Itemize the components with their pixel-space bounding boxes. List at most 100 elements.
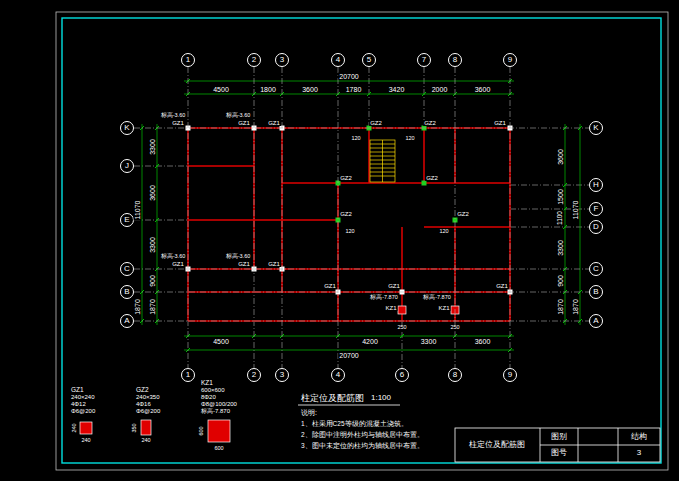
elevation-note: 标高-7.870 — [369, 295, 399, 301]
axis-line — [134, 269, 589, 270]
axis-label: A — [124, 317, 129, 325]
axis-line — [134, 321, 589, 322]
dimension-line — [140, 79, 582, 352]
axis-label: F — [594, 205, 599, 213]
dimension-text: 3300 — [149, 138, 156, 156]
title-underline — [298, 405, 400, 406]
column-kz1 — [398, 306, 459, 314]
axis-label: D — [593, 223, 599, 231]
dimension-text: 3420 — [388, 86, 406, 93]
note-text: 3、图中未定位的柱均为轴线居中布置。 — [300, 443, 425, 450]
title-block-cell: 3 — [636, 449, 642, 457]
axis-label: 5 — [367, 56, 371, 64]
axis-label: 7 — [422, 56, 426, 64]
dimension-text: 11070 — [572, 200, 579, 221]
axis-bubble: 4 — [331, 368, 345, 382]
axis-line — [455, 67, 456, 368]
dimension-text: 600 — [199, 425, 205, 436]
dimension-text: 3600 — [474, 86, 492, 93]
axis-line — [188, 67, 189, 368]
dimension-text: 120 — [438, 229, 449, 235]
axis-label: 8 — [453, 56, 457, 64]
dimension-line — [142, 81, 580, 350]
sheet-frame — [62, 18, 661, 463]
note-heading: 说明: — [300, 409, 318, 416]
axis-line — [338, 67, 339, 368]
note-text: 2、除图中注明外柱均与轴线居中布置。 — [300, 432, 425, 439]
elevation-note: 标高-7.870 — [422, 295, 452, 301]
column-tag: GZ2 — [456, 211, 470, 217]
axis-bubble: H — [589, 178, 603, 192]
axis-bubble: 2 — [247, 53, 261, 67]
column-tag: KZ1 — [437, 305, 450, 311]
axis-bubble: 9 — [503, 368, 517, 382]
dimension-text: 2000 — [431, 86, 449, 93]
axis-bubble: 4 — [331, 53, 345, 67]
section-text: 240×240 — [70, 394, 96, 400]
column-section — [141, 420, 151, 435]
axis-line — [134, 128, 589, 129]
axis-label: 3 — [280, 56, 284, 64]
axis-bubble: C — [589, 262, 603, 276]
column-section — [80, 422, 92, 434]
dimension-text: 3600 — [557, 148, 564, 166]
column-tag: GZ1 — [171, 261, 185, 267]
dimension-text: 120 — [350, 136, 361, 142]
axis-label: E — [124, 216, 129, 224]
column-tag: GZ1 — [387, 283, 401, 289]
dimension-text: 1870 — [557, 298, 564, 316]
column-tag: GZ1 — [323, 283, 337, 289]
dimension-text: 240 — [80, 438, 91, 444]
axis-label: 4 — [336, 56, 340, 64]
axis-label: K — [124, 124, 129, 132]
axis-bubble: C — [120, 262, 134, 276]
sheet-frame — [56, 12, 668, 470]
column-gz2 — [336, 126, 458, 223]
section-text: Φ6@200 — [70, 408, 96, 414]
axis-bubble: F — [589, 202, 603, 216]
axis-label: J — [125, 162, 129, 170]
column-tag: GZ2 — [339, 175, 353, 181]
column-tag: GZ1 — [493, 120, 507, 126]
elevation-note: 标高-3.60 — [225, 254, 252, 260]
axis-label: 3 — [280, 371, 284, 379]
axis-line — [134, 292, 589, 293]
axis-bubble: 7 — [417, 53, 431, 67]
sheet-frame — [56, 12, 668, 470]
axis-bubble: A — [589, 314, 603, 328]
dimension-text: 120 — [404, 136, 415, 142]
dimension-text: 3600 — [149, 184, 156, 202]
drawing-title: 柱定位及配筋图 — [300, 394, 365, 403]
title-block-cell: 柱定位及配筋图 — [468, 441, 526, 449]
axis-bubble: 9 — [503, 53, 517, 67]
dimension-text: 20700 — [338, 352, 359, 359]
axis-line — [134, 67, 589, 368]
title-block-cell: 图别 — [550, 433, 568, 441]
axis-label: 6 — [400, 371, 404, 379]
axis-line — [510, 67, 511, 368]
dimension-line — [140, 79, 582, 352]
column-tag: GZ1 — [267, 261, 281, 267]
column-tag: GZ2 — [369, 120, 383, 126]
scale-text: 1:100 — [370, 394, 392, 402]
axis-bubble: D — [589, 220, 603, 234]
dimension-text: 1780 — [345, 86, 363, 93]
dimension-text: 250 — [449, 325, 460, 331]
title-block — [540, 428, 660, 462]
elevation-note: 标高-3.60 — [225, 113, 252, 119]
axis-label: H — [593, 181, 599, 189]
axis-bubble: K — [120, 121, 134, 135]
column-tag: GZ1 — [237, 120, 251, 126]
section-text: GZ1 — [70, 387, 85, 394]
axis-label: C — [593, 265, 599, 273]
axis-bubble: 3 — [275, 53, 289, 67]
dimension-text: 350 — [132, 422, 138, 433]
dimension-text: 900 — [557, 274, 564, 288]
column-tag: GZ2 — [423, 120, 437, 126]
section-text: KZ1 — [200, 380, 214, 387]
dimension-text: 4200 — [361, 338, 379, 345]
dimension-text: 240 — [140, 438, 151, 444]
column-section — [80, 420, 230, 442]
column-tag: GZ1 — [237, 261, 251, 267]
